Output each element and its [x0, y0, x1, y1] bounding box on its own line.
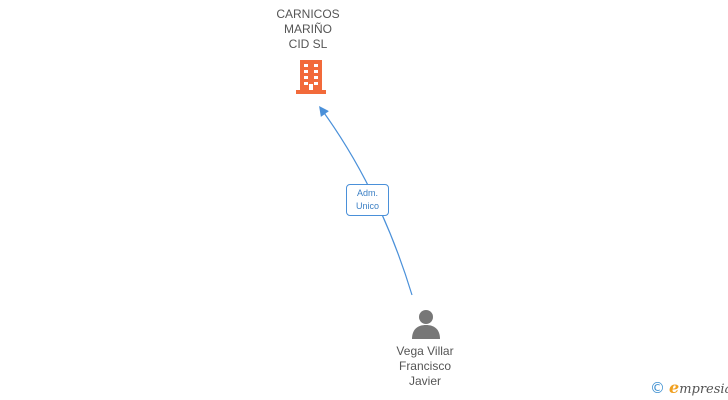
brand-footer: © empresia: [650, 378, 728, 398]
person-name[interactable]: Vega Villar Francisco Javier: [360, 344, 490, 389]
person-name-line: Vega Villar: [396, 344, 454, 358]
relation-label-line: Adm.: [356, 188, 378, 198]
relation-label-line: Unico: [355, 201, 379, 211]
person-icon[interactable]: [410, 308, 442, 340]
person-name-line: Javier: [408, 374, 441, 388]
person-name-line: Francisco: [398, 359, 451, 373]
company-name-line: CARNICOS: [276, 7, 340, 21]
building-icon[interactable]: [295, 58, 327, 94]
copyright-icon: ©: [650, 378, 665, 397]
company-name[interactable]: CARNICOS MARIÑO CID SL: [243, 7, 373, 52]
brand-name: mpresia: [679, 381, 728, 397]
relation-label[interactable]: Adm. Unico: [346, 184, 389, 216]
brand-logo[interactable]: empresia: [669, 377, 728, 397]
company-name-line: CID SL: [288, 37, 328, 51]
company-name-line: MARIÑO: [284, 22, 332, 36]
brand-initial: e: [669, 377, 680, 397]
